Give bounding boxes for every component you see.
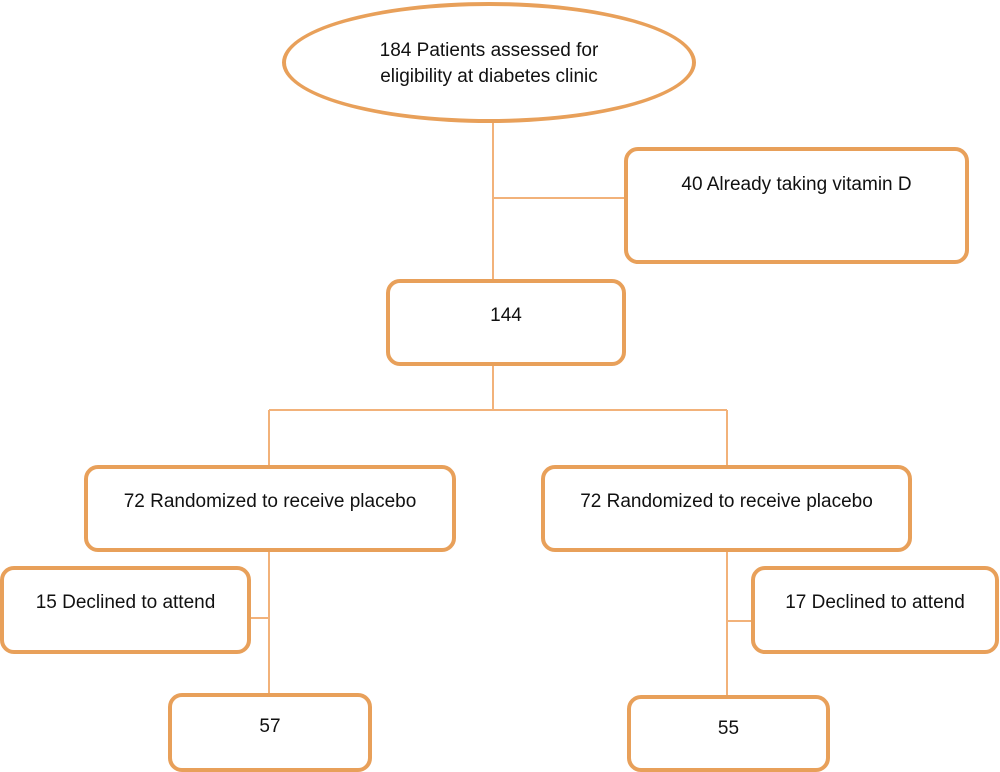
excluded-vitamin-d-node: 40 Already taking vitamin D xyxy=(624,147,969,264)
assessed-patients-line2: eligibility at diabetes clinic xyxy=(380,66,598,87)
final-count-right-node: 55 xyxy=(627,695,830,772)
randomized-arm-right-node: 72 Randomized to receive placebo xyxy=(541,465,912,552)
assessed-patients-line1: 184 Patients assessed for xyxy=(379,40,599,61)
randomized-arm-right-label: 72 Randomized to receive placebo xyxy=(580,491,873,512)
assessed-patients-node: 184 Patients assessed for eligibility at… xyxy=(282,2,696,123)
declined-left-label: 15 Declined to attend xyxy=(35,592,216,613)
assessed-patients-label: 184 Patients assessed for eligibility at… xyxy=(286,38,692,90)
randomized-arm-left-node: 72 Randomized to receive placebo xyxy=(84,465,456,552)
excluded-vitamin-d-label: 40 Already taking vitamin D xyxy=(681,174,912,195)
final-count-right-label: 55 xyxy=(717,718,740,739)
final-count-left-node: 57 xyxy=(168,693,372,772)
eligible-patients-node: 144 xyxy=(386,279,626,366)
randomized-arm-left-label: 72 Randomized to receive placebo xyxy=(123,491,417,512)
declined-right-node: 17 Declined to attend xyxy=(751,566,999,654)
final-count-left-label: 57 xyxy=(259,716,281,737)
eligible-patients-label: 144 xyxy=(490,305,522,326)
declined-left-node: 15 Declined to attend xyxy=(0,566,251,654)
declined-right-label: 17 Declined to attend xyxy=(785,592,965,613)
